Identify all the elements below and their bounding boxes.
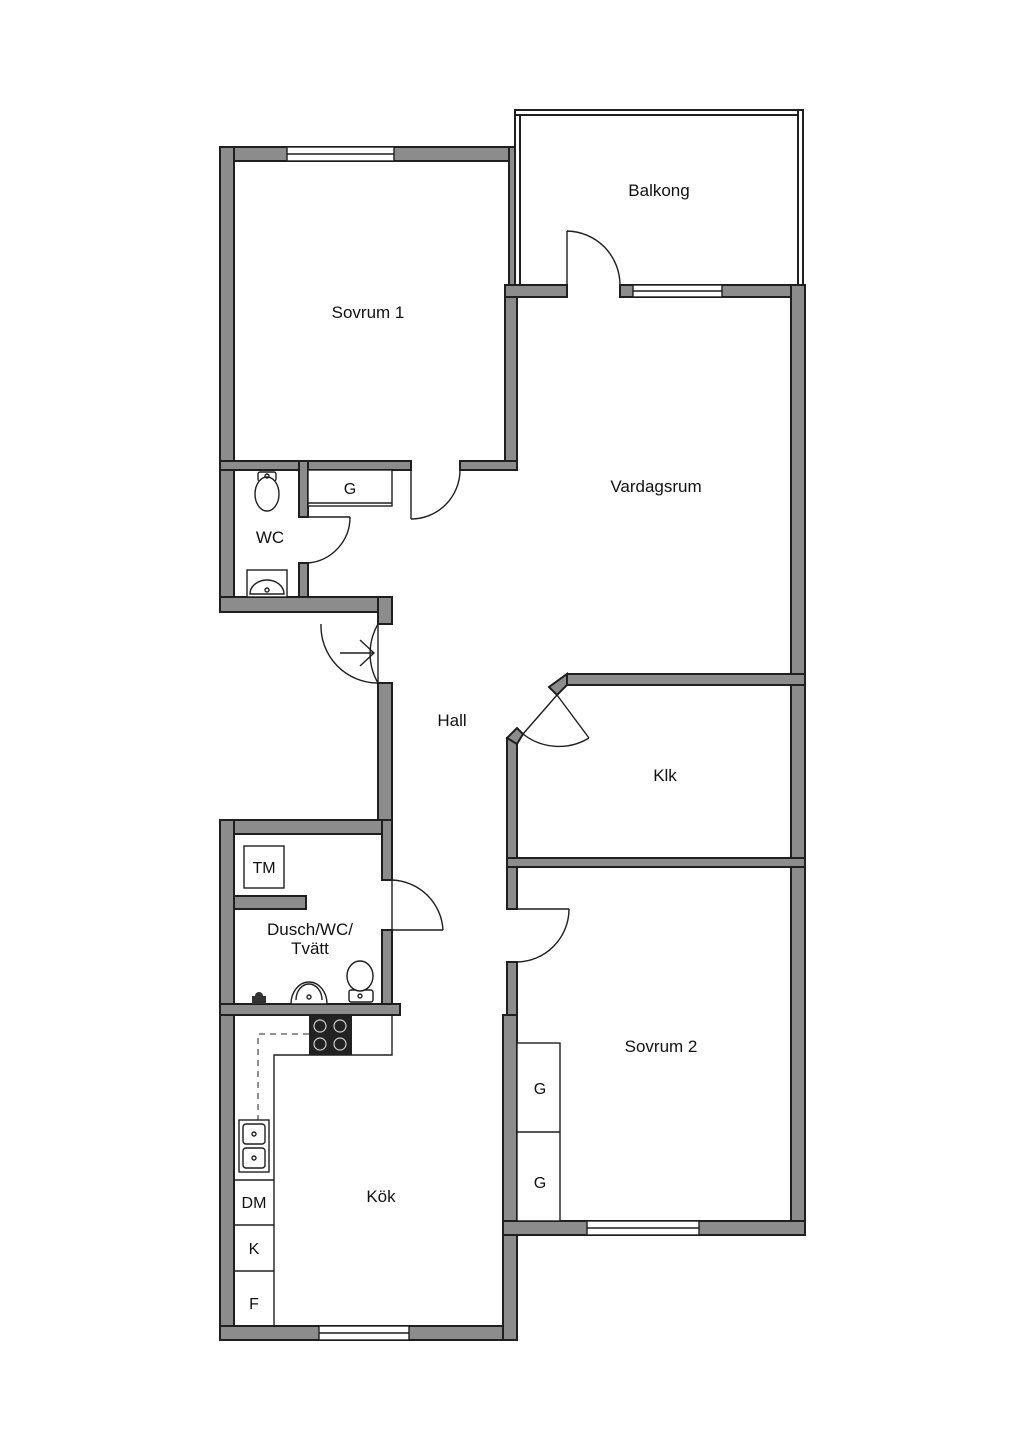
wall-sovrum1-right-lower	[504, 296, 518, 468]
wall-wc-right	[298, 460, 309, 518]
dusch-sink	[290, 981, 328, 1005]
wall-left-lower	[219, 819, 235, 1341]
fixture-label-g-sovrum2-bottom: G	[534, 1175, 546, 1192]
wardrobes-sovrum2	[516, 1042, 561, 1222]
window-sovrum2	[586, 1220, 700, 1236]
wall-sovrum1-bottom-left	[219, 460, 412, 471]
fixture-label-g-sovrum2-top: G	[534, 1081, 546, 1098]
wall-klk-bottom	[506, 857, 806, 868]
wc-sink	[246, 569, 288, 598]
room-label-klk: Klk	[653, 766, 677, 785]
door-balkong	[566, 230, 621, 286]
fixture-label-k: K	[249, 1241, 260, 1258]
window-kok	[318, 1325, 410, 1341]
wall-right	[790, 284, 806, 1236]
wardrobe-g-wc	[307, 469, 393, 507]
wall-dusch-partition	[233, 895, 307, 910]
room-label-balkong: Balkong	[628, 181, 689, 200]
wall-hall-left	[377, 682, 393, 834]
door-sovrum2	[516, 908, 570, 963]
room-label-dusch-line1: Dusch/WC/	[267, 920, 353, 939]
window-vardagsrum	[632, 284, 723, 298]
room-label-hall: Hall	[437, 711, 466, 730]
wall-sovrum2-left-upper	[506, 866, 518, 910]
wall-klk-top	[566, 673, 806, 686]
fixture-labels: G TM G G DM K F	[242, 481, 547, 1313]
balkong-edge-top	[514, 109, 804, 116]
wall-sovrum2-left-lower	[506, 961, 518, 1016]
room-labels: Balkong Sovrum 1 Vardagsrum WC Hall Klk …	[256, 181, 702, 1206]
kitchen-sink-icon	[238, 1119, 270, 1173]
wall-kitchen-top	[219, 1003, 401, 1016]
door-dusch	[391, 879, 444, 931]
wall-dusch-top	[219, 819, 393, 835]
room-label-dusch-line2: Tvätt	[291, 939, 329, 958]
tm-box	[243, 845, 285, 889]
wall-wc-bottom	[219, 596, 393, 613]
wall-left-upper	[219, 146, 235, 613]
room-label-sovrum1: Sovrum 1	[332, 303, 405, 322]
fixture-label-g-wc: G	[344, 481, 356, 498]
stove-icon	[309, 1015, 352, 1055]
fixture-label-tm: TM	[252, 860, 275, 877]
windows	[286, 146, 723, 1341]
wall-kitchen-right	[502, 1014, 518, 1341]
wall-dusch-right-bottom	[381, 929, 393, 1011]
room-label-kok: Kök	[366, 1187, 396, 1206]
wall-sovrum1-bottom-right	[459, 460, 518, 471]
doors	[307, 230, 621, 963]
balkong-edge-left	[514, 109, 521, 286]
door-entrance	[320, 623, 379, 684]
door-klk	[522, 694, 590, 748]
room-label-sovrum2: Sovrum 2	[625, 1037, 698, 1056]
wall-klk-corner	[547, 672, 568, 697]
shower-valve-icon	[252, 992, 266, 1004]
fixture-label-dm: DM	[242, 1195, 267, 1212]
room-label-vardagsrum: Vardagsrum	[610, 477, 701, 496]
balkong-edge-right	[797, 109, 804, 286]
wall-klk-left	[506, 737, 518, 868]
room-label-wc: WC	[256, 528, 284, 547]
wall-dusch-right-top	[381, 819, 393, 881]
wall-living-top-left	[504, 284, 568, 298]
fixture-label-f: F	[249, 1296, 259, 1313]
door-wc	[307, 516, 351, 564]
wall-hall-entry-top	[377, 596, 393, 625]
dusch-toilet	[346, 960, 374, 1003]
door-sovrum1	[410, 469, 461, 520]
wc-toilet	[254, 471, 280, 512]
window-sovrum1	[286, 146, 395, 162]
